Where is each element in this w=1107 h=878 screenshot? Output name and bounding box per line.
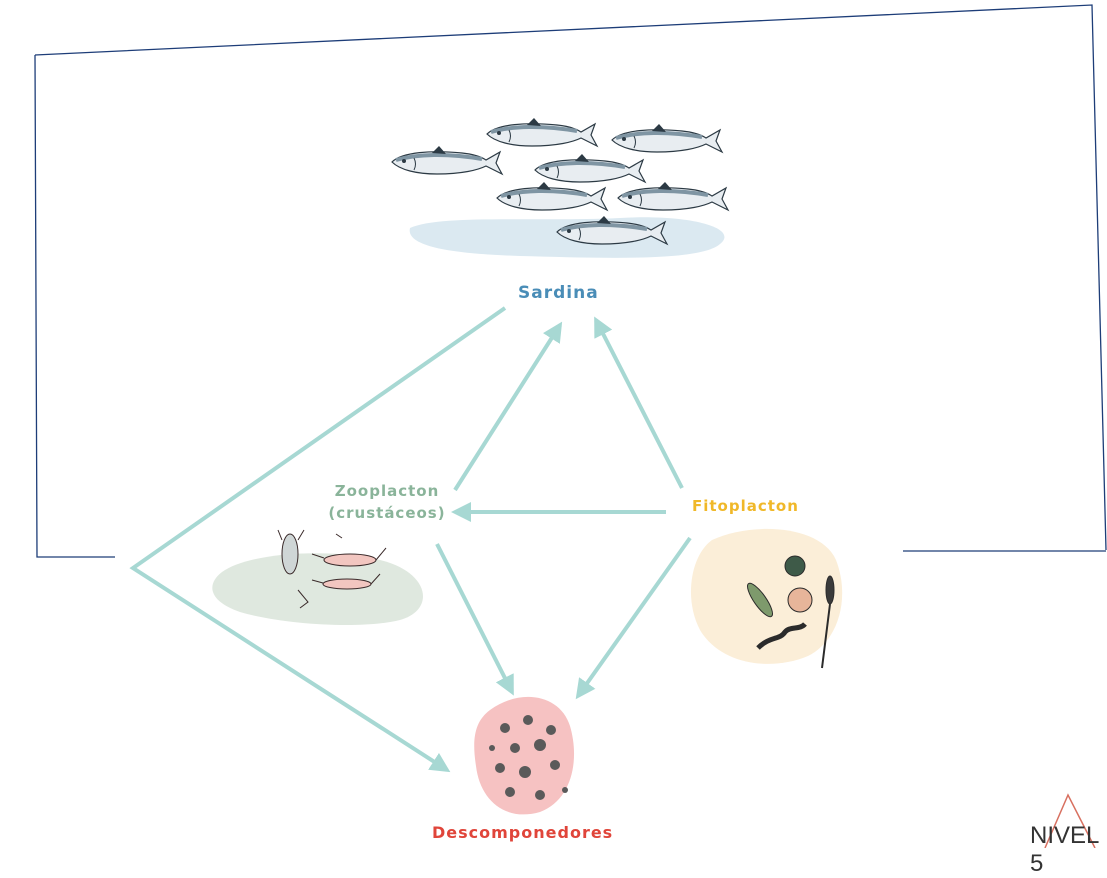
sardine-fish-icon — [495, 180, 609, 212]
fitoplacton-label: Fitoplacton — [692, 497, 799, 515]
sardina-label: Sardina — [518, 283, 599, 303]
arrow-sardina-to-desc — [129, 306, 507, 773]
sardine-fish-icon — [610, 122, 724, 154]
krill-icon — [277, 529, 387, 609]
zooplacton-label-line2: (crustáceos) — [328, 504, 446, 522]
sardine-fish-icon — [616, 180, 730, 212]
frame-lines — [34, 4, 1107, 558]
sardine-fish-icon — [485, 116, 599, 148]
arrow-fito-to-desc — [575, 536, 692, 700]
nivel-badge-text: NIVEL 5 — [1030, 822, 1099, 877]
sardine-fish-icon — [390, 144, 504, 176]
zooplacton-label-line1: Zooplacton — [334, 482, 440, 500]
sardine-fish-icon — [533, 152, 647, 184]
zooplacton-label: Zooplacton (crustáceos) — [322, 480, 452, 524]
arrow-fito-to-sardina — [594, 316, 684, 489]
arrow-zoo-to-desc — [435, 543, 514, 696]
descomponedores-label: Descomponedores — [432, 823, 614, 842]
diatom-icon — [747, 555, 835, 669]
nivel-badge-triangle — [1044, 793, 1096, 848]
bacteria-icon — [489, 715, 568, 800]
food-web-diagram — [34, 4, 1107, 848]
zooplankton-blob — [212, 553, 423, 626]
decomposer-blob — [474, 696, 575, 815]
food-web-arrows — [129, 306, 692, 773]
arrow-zoo-to-sardina — [453, 321, 563, 492]
